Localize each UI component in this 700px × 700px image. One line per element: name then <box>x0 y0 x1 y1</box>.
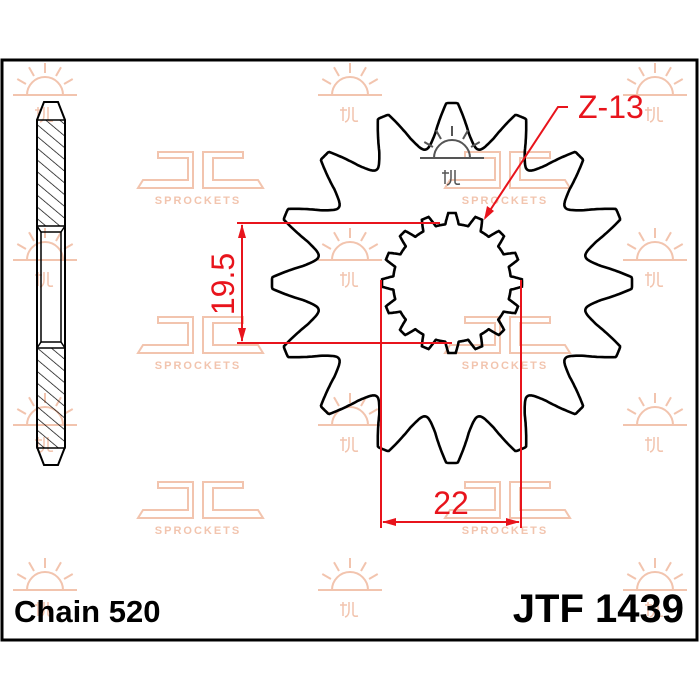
jt-glyph-mark <box>340 272 359 288</box>
chain-label: Chain 520 <box>14 594 160 629</box>
jt-sprockets-logo: SPROCKETS <box>443 151 572 207</box>
dimension-lines <box>237 106 568 528</box>
sun-logo-icon <box>13 228 77 288</box>
jt-glyph-mark <box>35 602 54 618</box>
tooth-count-label: Z-13 <box>578 89 644 125</box>
sun-logo-icon <box>623 558 687 618</box>
jt-glyph-mark <box>340 107 359 123</box>
watermark-text: SPROCKETS <box>155 360 241 372</box>
jt-glyph-mark <box>645 437 664 453</box>
jt-sprockets-logo: SPROCKETS <box>443 316 572 372</box>
watermark-text: SPROCKETS <box>155 195 241 207</box>
jt-glyph-mark <box>645 602 664 618</box>
watermark-text: SPROCKETS <box>155 525 241 537</box>
spline-bore-outline <box>380 211 524 355</box>
jt-sprockets-logo: SPROCKETS <box>136 151 265 207</box>
dimension-arrows <box>238 206 520 526</box>
sun-logo-icon <box>13 558 77 618</box>
jt-glyph-mark <box>340 602 359 618</box>
sun-logo-icon <box>420 126 484 186</box>
sprocket-outline <box>270 101 634 465</box>
dimension-label-22: 22 <box>433 485 469 521</box>
watermark-text: SPROCKETS <box>462 195 548 207</box>
sun-logo-icon <box>623 228 687 288</box>
sun-logo-icon <box>623 393 687 453</box>
drawing-frame <box>0 58 699 642</box>
sun-logo-icon <box>623 63 687 123</box>
dimension-label-19-5: 19.5 <box>205 253 241 315</box>
sun-logo-icon <box>318 393 382 453</box>
sun-logo-icon <box>318 558 382 618</box>
sun-logo-icon <box>318 228 382 288</box>
part-number: JTF 1439 <box>513 587 684 631</box>
sprocket-side-view <box>36 101 66 466</box>
watermark-text: SPROCKETS <box>462 525 548 537</box>
jt-glyph-mark <box>35 107 54 123</box>
watermark-layer: SPROCKETS SPROCKETS SPROCKETS SPROCKETS SPRO… <box>13 63 687 618</box>
watermark-text: SPROCKETS <box>462 360 548 372</box>
jt-glyph-mark <box>442 170 461 186</box>
jt-glyph-mark <box>645 272 664 288</box>
sun-logo-icon <box>318 63 382 123</box>
center-sun-logo-icon <box>420 126 484 186</box>
sun-logo-icon <box>13 63 77 123</box>
jt-glyph-mark <box>645 107 664 123</box>
jt-sprockets-logo: SPROCKETS <box>136 316 265 372</box>
jt-glyph-mark <box>340 437 359 453</box>
jt-sprockets-logo: SPROCKETS <box>136 481 265 537</box>
